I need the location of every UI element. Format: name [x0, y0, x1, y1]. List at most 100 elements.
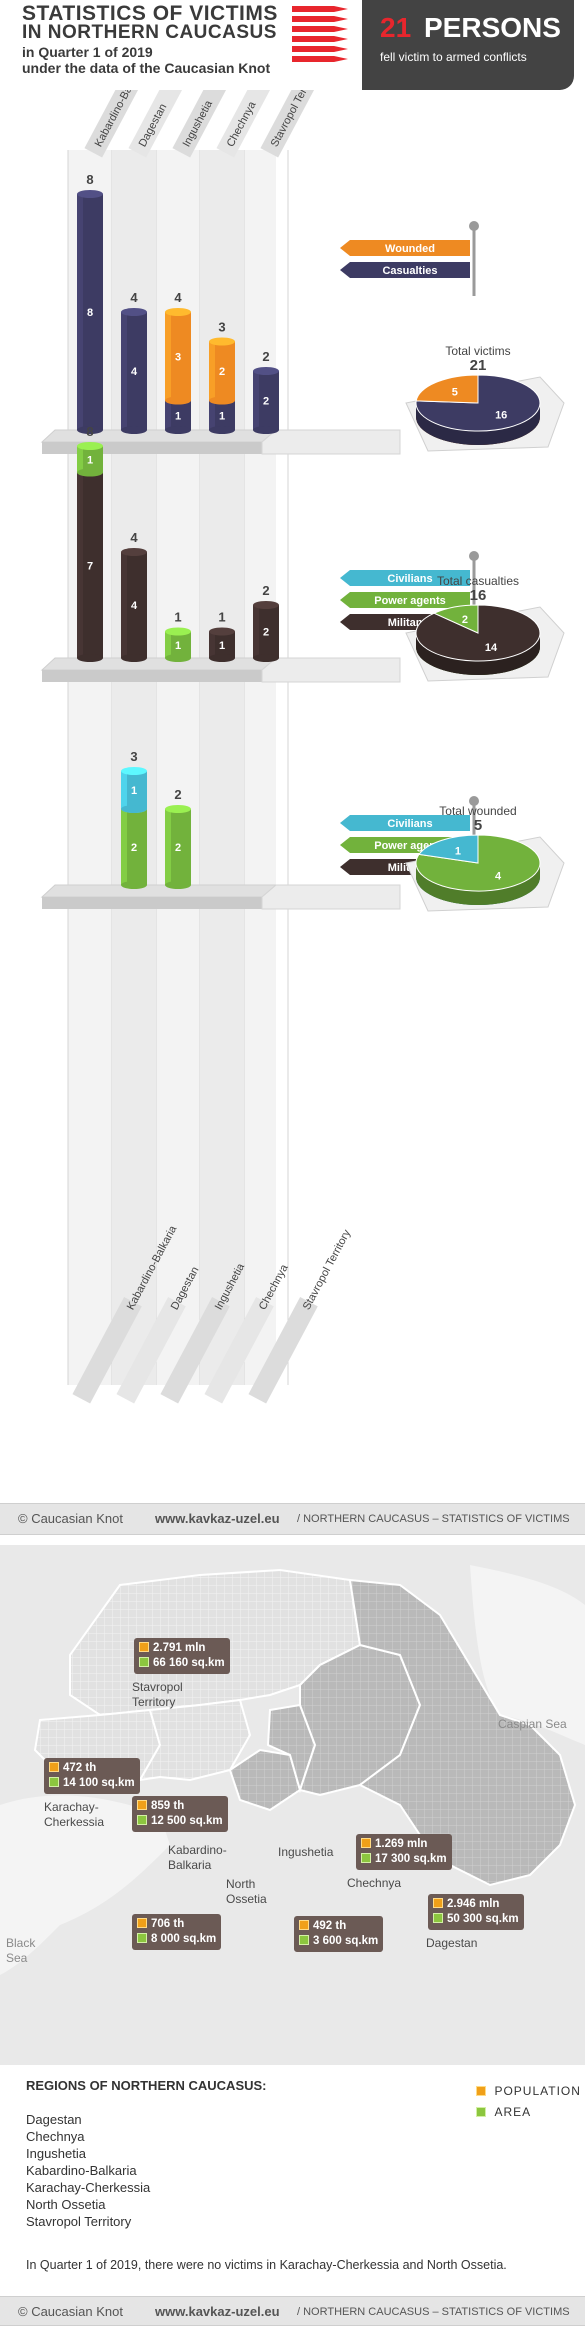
sea-label-caspian: Caspian Sea — [498, 1717, 567, 1731]
pie-slice — [415, 374, 479, 404]
bar-segment — [121, 767, 147, 813]
shelf-connector — [261, 884, 401, 910]
pie-label: 5 — [452, 387, 458, 399]
bar-segment-bottom — [165, 654, 191, 662]
info-dagestan-area: 50 300 sq.km — [447, 1913, 519, 1925]
legend-label: Civilians — [387, 573, 432, 585]
axis-label-bottom: Stavropol Territory — [301, 1227, 354, 1312]
bar-value-label: 1 — [219, 640, 225, 652]
bar-segment-shine — [77, 446, 83, 473]
info-kabardino-balkaria: 859 th 12 500 sq.km — [132, 1796, 228, 1832]
legend-tag — [340, 240, 470, 256]
bar-total-label: 4 — [174, 290, 182, 305]
shelf-front — [42, 442, 262, 454]
headline-number: 21 — [380, 12, 412, 43]
bar-segment-bottom — [209, 396, 235, 405]
bar-segment-bottom — [209, 654, 235, 662]
shelf-front — [42, 897, 262, 909]
bar-value-label: 1 — [87, 454, 93, 466]
map-label-stavropol-2: Territory — [132, 1695, 176, 1709]
map-legend-area-label: AREA — [494, 2105, 532, 2119]
region-map — [0, 1545, 585, 2065]
area-icon — [137, 1815, 147, 1825]
shelf-front — [42, 670, 262, 682]
title-line-3: in Quarter 1 of 2019 — [22, 44, 153, 60]
bar-total-label: 8 — [86, 424, 93, 439]
bar-total-label: 4 — [130, 290, 138, 305]
axis-label-band — [128, 90, 198, 158]
footer-site-link[interactable]: www.kavkaz-uzel.eu — [155, 1511, 280, 1526]
map-label-chechnya: Chechnya — [347, 1876, 402, 1890]
footer-section: / NORTHERN CAUCASUS – STATISTICS OF VICT… — [297, 1513, 570, 1525]
bar-segment — [209, 627, 235, 662]
title-line-4: under the data of the Caucasian Knot — [22, 60, 271, 76]
footer-top: © Caucasian Knot www.kavkaz-uzel.eu / NO… — [0, 1503, 585, 1535]
legend-tag — [340, 815, 470, 831]
region-item: Kabardino-Balkaria — [26, 2163, 137, 2178]
pie-label: 16 — [495, 409, 507, 421]
bar-segment-shine — [121, 771, 127, 809]
population-icon — [49, 1762, 59, 1772]
legend-label: Casualties — [382, 265, 437, 277]
bar-segment-shine — [209, 341, 215, 401]
bar-total-label: 2 — [262, 349, 269, 364]
map-label-stavropol-1: Stavropol — [132, 1680, 183, 1694]
bar-segment-bottom — [121, 654, 147, 662]
axis-label-group: Stavropol Territory — [260, 90, 330, 158]
bar-value-label: 2 — [175, 842, 181, 854]
region-item: Ingushetia — [26, 2146, 86, 2161]
bar-segment-cap — [165, 627, 191, 636]
bar-value-label: 3 — [175, 351, 181, 363]
grid-stripe — [200, 150, 244, 1385]
bar-segment-shine — [209, 400, 215, 430]
bar-value-label: 7 — [87, 560, 93, 572]
pie-label: 2 — [462, 614, 468, 626]
bar-value-label: 1 — [131, 785, 137, 797]
info-karachay-cherkessia: 472 th 14 100 sq.km — [44, 1758, 140, 1794]
bar-segment-bottom — [77, 426, 103, 434]
area-icon — [299, 1935, 309, 1945]
bar-segment-cap — [209, 627, 235, 636]
pie-slice — [432, 604, 479, 634]
bar-segment-bottom — [77, 654, 103, 662]
info-ing-pop: 492 th — [313, 1920, 347, 1932]
bar-segment-cap — [253, 367, 279, 375]
info-kb-pop: 859 th — [151, 1800, 185, 1812]
info-no-pop: 706 th — [151, 1918, 185, 1930]
legend-0-pole-cap — [469, 221, 479, 231]
axis-label-band — [160, 1297, 230, 1404]
bar-segment-shine — [121, 312, 127, 430]
bar-segment — [121, 308, 147, 434]
bar-segment — [121, 548, 147, 662]
map-region-dagestan — [348, 1578, 577, 1887]
bar-value-label: 1 — [219, 410, 225, 422]
bar-segment — [209, 337, 235, 405]
axis-label-band — [204, 1297, 274, 1404]
region-item: North Ossetia — [26, 2197, 106, 2212]
axis-label-band — [84, 90, 154, 158]
bar-segment-shine — [165, 400, 171, 430]
region-item: Karachay-Cherkessia — [26, 2180, 151, 2195]
info-chechnya-area: 17 300 sq.km — [375, 1853, 447, 1865]
area-icon — [433, 1913, 443, 1923]
shelf-top — [40, 429, 278, 443]
population-icon — [433, 1898, 443, 1908]
bar-value-label: 2 — [219, 366, 225, 378]
info-no-area: 8 000 sq.km — [151, 1933, 217, 1945]
bar-segment-shine — [209, 631, 215, 658]
bar-segment — [121, 805, 147, 889]
bar-total-label: 2 — [262, 583, 269, 598]
bar-value-label: 8 — [87, 307, 93, 319]
population-icon — [361, 1838, 371, 1848]
legend-tag — [340, 570, 470, 586]
headline-subtitle: fell victim to armed conflicts — [380, 50, 527, 64]
bar-segment — [253, 601, 279, 662]
footer-site-link[interactable]: www.kavkaz-uzel.eu — [155, 2304, 280, 2319]
bar-value-label: 2 — [263, 396, 269, 408]
bar-total-label: 8 — [86, 172, 93, 187]
bar-segment — [165, 805, 191, 889]
bar-segment-cap — [77, 190, 103, 198]
pie-slice — [418, 834, 479, 864]
bar-segment-bottom — [253, 426, 279, 434]
